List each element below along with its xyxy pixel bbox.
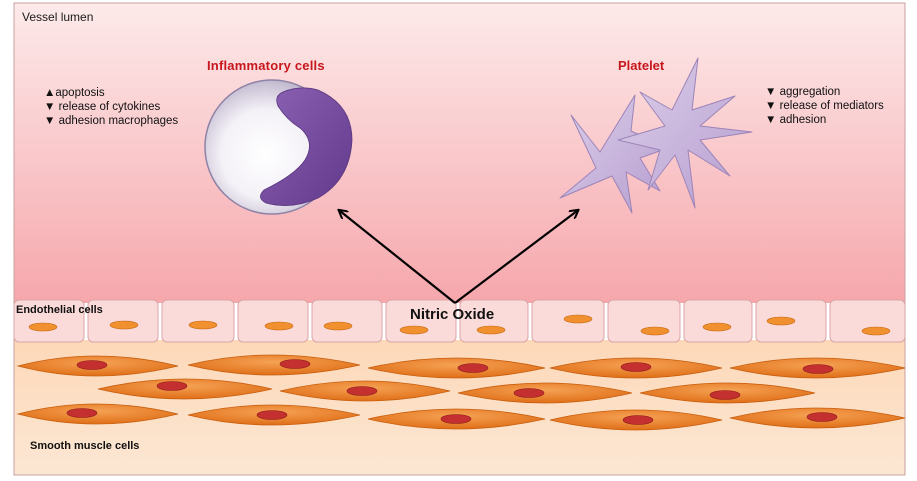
effect-item: ▼ aggregation	[765, 86, 841, 98]
inflammatory-cell-nucleus	[260, 87, 353, 206]
smooth-muscle-nucleus	[802, 364, 834, 374]
endothelial-cell	[237, 299, 309, 343]
smooth-muscle-cell	[97, 378, 273, 400]
smooth-muscle-nucleus	[156, 381, 188, 391]
smooth-muscle-nucleus	[457, 363, 489, 373]
smooth-muscle-cells-label: Smooth muscle cells	[30, 440, 140, 452]
endothelial-cell	[607, 299, 681, 343]
endothelial-cells-label: Endothelial cells	[16, 304, 103, 316]
endothelial-nucleus	[323, 321, 353, 331]
smooth-muscle-cell	[367, 357, 546, 379]
platelets	[559, 57, 753, 214]
smooth-muscle-cell	[187, 354, 361, 376]
effect-item: ▼ adhesion	[765, 114, 827, 126]
endothelial-nucleus	[28, 322, 58, 332]
smooth-muscle-cell	[457, 382, 633, 404]
endothelial-nucleus	[399, 325, 429, 335]
smooth-muscle-nucleus	[709, 390, 741, 400]
endothelial-nucleus	[109, 320, 139, 330]
smooth-muscle-nucleus	[279, 359, 311, 369]
smooth-muscle-nucleus	[622, 415, 654, 425]
smooth-muscle-nucleus	[256, 410, 288, 420]
smooth-muscle-nucleus	[66, 408, 98, 418]
vessel-lumen-label: Vessel lumen	[22, 10, 94, 24]
arrow-to-inflammatory-cells	[340, 211, 456, 304]
endothelial-nucleus	[563, 314, 593, 324]
endothelial-nucleus	[702, 322, 732, 332]
inflammatory-effects-list: ▲apoptosis ▼ release of cytokines ▼ adhe…	[44, 86, 178, 128]
endothelial-layer	[13, 299, 906, 343]
inflammatory-cells-title: Inflammatory cells	[207, 58, 325, 73]
smooth-muscle-nucleus	[620, 362, 652, 372]
endothelial-nucleus	[640, 326, 670, 336]
smooth-muscle-nucleus	[513, 388, 545, 398]
inflammatory-cell	[204, 79, 353, 215]
smooth-muscle-nucleus	[806, 412, 838, 422]
effect-item: ▼ adhesion macrophages	[44, 115, 179, 127]
smooth-muscle-nucleus	[440, 414, 472, 424]
endothelial-cell	[311, 299, 383, 343]
smooth-muscle-layer	[16, 354, 906, 431]
vessel-lumen-region	[14, 3, 905, 303]
endothelial-nucleus	[188, 320, 218, 330]
endothelial-cell	[13, 299, 85, 343]
endothelial-nucleus	[476, 325, 506, 335]
endothelial-nucleus	[264, 321, 294, 331]
effect-item: ▼ release of mediators	[765, 100, 884, 112]
endothelial-cell	[459, 299, 529, 343]
endothelial-nucleus	[861, 326, 891, 336]
smooth-muscle-cell	[16, 403, 179, 425]
arrow-to-platelet	[454, 211, 577, 304]
effect-item: ▼ release of cytokines	[44, 101, 161, 113]
endothelial-cell	[683, 299, 753, 343]
endothelial-cell	[829, 299, 906, 343]
platelet-cell	[559, 94, 669, 214]
figure-border	[13, 2, 906, 476]
platelet-effects-list: ▼ aggregation ▼ release of mediators ▼ a…	[765, 85, 884, 127]
smooth-muscle-nucleus	[76, 360, 108, 370]
platelet-title: Platelet	[618, 58, 665, 73]
smooth-muscle-nucleus	[346, 386, 378, 396]
endothelial-nucleus	[766, 316, 796, 326]
effect-item: ▲apoptosis	[44, 87, 105, 99]
nitric-oxide-label: Nitric Oxide	[410, 306, 495, 323]
platelet-cell	[617, 57, 753, 209]
